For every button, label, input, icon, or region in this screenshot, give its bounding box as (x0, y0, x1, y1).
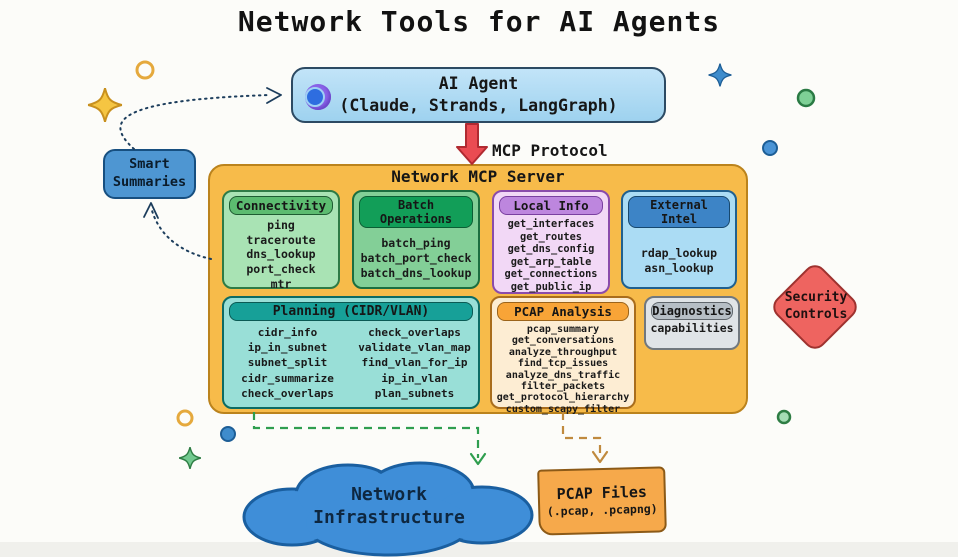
tool-item: traceroute (246, 232, 316, 247)
group-planning: Planning (CIDR/VLAN) cidr_info ip_in_sub… (222, 296, 480, 409)
security-controls-line2: Controls (784, 306, 848, 322)
tool-item: analyze_throughput (508, 346, 618, 358)
tool-item: get_public_ip (510, 280, 592, 293)
bottom-edge (0, 542, 958, 557)
decor-dot-green-topright (796, 88, 816, 108)
tool-item: get_protocol_hierarchy (496, 392, 630, 404)
group-external-intel-header: External Intel (628, 196, 730, 228)
decor-dot-blue-right (762, 140, 778, 156)
decor-ring-yellow-top (135, 60, 155, 80)
tool-item: ip_in_subnet (247, 341, 328, 355)
smart-summaries-line1: Smart (129, 156, 170, 173)
group-local-info-header: Local Info (499, 196, 603, 215)
tool-item: find_vlan_for_ip (361, 356, 468, 370)
network-infrastructure-line2: Infrastructure (313, 507, 465, 529)
group-planning-header: Planning (CIDR/VLAN) (229, 302, 473, 321)
group-batch-operations: Batch Operations batch_ping batch_port_c… (352, 190, 480, 289)
tool-item: get_dns_config (507, 243, 595, 256)
tool-item: dns_lookup (246, 247, 316, 262)
ai-agent-name: AI Agent (438, 73, 519, 93)
group-diagnostics-header: Diagnostics (651, 302, 733, 320)
group-batch-operations-header: Batch Operations (359, 196, 473, 228)
tool-item: ip_in_vlan (381, 371, 448, 385)
tool-item: cidr_summarize (241, 371, 334, 385)
tool-item: custom_scapy_filter (505, 403, 621, 415)
group-external-intel: External Intel rdap_lookup asn_lookup (621, 190, 737, 289)
tool-item: get_connections (504, 268, 598, 281)
decor-ring-yellow-bottom (176, 409, 194, 427)
group-batch-operations-tools: batch_ping batch_port_check batch_dns_lo… (354, 230, 478, 281)
group-pcap-analysis-header: PCAP Analysis (497, 302, 629, 321)
ai-agent-box: AI Agent (Claude, Strands, LangGraph) (291, 67, 666, 123)
tool-item: check_overlaps (368, 326, 461, 339)
tool-item: find_tcp_issues (517, 358, 609, 370)
group-local-info-tools: get_interfaces get_routes get_dns_config… (494, 217, 608, 293)
group-pcap-analysis: PCAP Analysis pcap_summary get_conversat… (490, 296, 636, 415)
ai-agent-icon (305, 84, 331, 110)
tool-item: filter_packets (520, 380, 606, 392)
smart-summaries-text: Smart Summaries (113, 156, 186, 191)
dashed-arrow-to-infrastructure (252, 412, 480, 458)
tool-item: rdap_lookup (640, 246, 718, 260)
network-infrastructure-label: Network Infrastructure (230, 483, 548, 530)
smart-summaries-box: Smart Summaries (103, 149, 196, 199)
dotted-arrow-summaries-to-agent (119, 94, 271, 150)
tool-item: validate_vlan_map (358, 341, 471, 355)
group-diagnostics-tools: capabilities (646, 321, 738, 336)
mcp-protocol-label: MCP Protocol (492, 141, 608, 160)
tool-item: port_check (246, 262, 316, 277)
ai-agent-frameworks: (Claude, Strands, LangGraph) (339, 96, 618, 115)
tool-item: cidr_info (257, 326, 318, 339)
network-infrastructure-cloud (230, 455, 548, 557)
group-diagnostics: Diagnostics capabilities (644, 296, 740, 350)
decor-dot-green-bottomright (776, 409, 792, 425)
group-connectivity-header: Connectivity (229, 196, 333, 215)
group-planning-tools: cidr_info ip_in_subnet subnet_split cidr… (224, 323, 478, 401)
dashed-arrow-to-pcap-files (561, 412, 602, 456)
tool-item: mtr (270, 276, 292, 291)
decor-star-blue-icon (708, 63, 732, 87)
group-connectivity: Connectivity ping traceroute dns_lookup … (222, 190, 340, 292)
tool-item: check_overlaps (241, 386, 334, 400)
tool-item: get_routes (520, 230, 582, 243)
security-controls-line1: Security (784, 290, 848, 305)
tool-item: batch_port_check (360, 250, 472, 265)
pcap-files-line2: (.pcap, .pcapng) (546, 501, 658, 519)
smart-summaries-line2: Summaries (112, 174, 187, 190)
planning-right-column: check_overlaps validate_vlan_map find_vl… (351, 325, 478, 401)
tool-item: analyze_dns_traffic (505, 369, 621, 381)
group-external-intel-tools: rdap_lookup asn_lookup (623, 230, 735, 276)
tool-item: plan_subnets (374, 386, 455, 400)
tool-item: get_arp_table (510, 255, 592, 268)
pcap-files-box: PCAP Files (.pcap, .pcapng) (537, 466, 667, 536)
tool-item: batch_ping (381, 236, 451, 250)
arrowhead-to-pcap-files (591, 450, 609, 464)
ai-agent-text: AI Agent (Claude, Strands, LangGraph) (339, 73, 617, 118)
page-title: Network Tools for AI Agents (237, 5, 721, 38)
arrowhead-to-summaries (143, 202, 159, 219)
tool-item: pcap_summary (526, 324, 600, 335)
dotted-arrow-server-to-summaries (150, 206, 212, 260)
arrowhead-to-agent (266, 87, 282, 104)
cloud-shape (242, 461, 534, 557)
security-controls-label: Security Controls (772, 290, 860, 324)
group-local-info: Local Info get_interfaces get_routes get… (492, 190, 610, 294)
tool-item: ping (267, 218, 295, 232)
decor-star-green-icon (179, 447, 201, 469)
decor-dot-blue-bottom (220, 426, 236, 442)
tool-item: batch_dns_lookup (360, 265, 472, 280)
network-infrastructure-line1: Network (351, 484, 427, 505)
group-pcap-analysis-tools: pcap_summary get_conversations analyze_t… (492, 323, 634, 415)
planning-left-column: cidr_info ip_in_subnet subnet_split cidr… (224, 325, 351, 401)
group-connectivity-tools: ping traceroute dns_lookup port_check mt… (224, 217, 338, 292)
tool-item: capabilities (650, 321, 734, 335)
tool-item: subnet_split (247, 356, 328, 370)
network-mcp-server-title: Network MCP Server (391, 167, 565, 186)
tool-item: get_conversations (511, 335, 615, 347)
mcp-protocol-arrow (456, 123, 488, 165)
tool-item: get_interfaces (507, 218, 595, 230)
decor-star-yellow-icon (87, 87, 123, 123)
pcap-files-text: PCAP Files (.pcap, .pcapng) (546, 482, 658, 521)
tool-item: asn_lookup (644, 260, 714, 275)
